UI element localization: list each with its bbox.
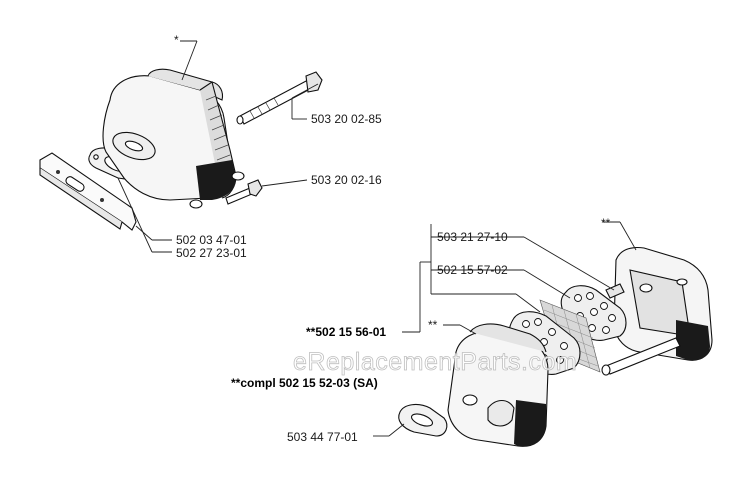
label-screw-short: 503 20 02-16 [311,173,382,187]
callout-single-star: * [174,33,179,47]
callout-double-star-rear: ** [601,216,611,230]
label-screen: 502 15 57-02 [437,263,508,277]
label-kit: **502 15 56-01 [306,325,386,339]
short-screw [225,179,263,205]
leader-lines-upper [117,40,319,253]
label-gasket-b: 503 44 77-01 [287,430,358,444]
callout-double-star-front: ** [428,318,438,332]
long-bolt [236,71,323,125]
label-plate-a: 502 03 47-01 [176,233,247,247]
gasket-lower [398,403,448,437]
label-screw-rear: 503 21 27-10 [437,230,508,244]
leader-lines-lower [373,221,637,437]
muffler-front [447,323,549,447]
label-gasket-a: 502 27 23-01 [176,246,247,260]
muffler-rear-cover [613,246,713,361]
rear-screw [605,283,625,299]
rear-bolt [601,337,681,376]
label-muffler-complete: **compl 502 15 52-03 (SA) [231,376,378,390]
heat-shield-plate [39,152,137,231]
muffler-upper [102,68,245,209]
label-bolt-long: 503 20 02-85 [311,112,382,126]
watermark: eReplacementParts.com [293,348,577,376]
